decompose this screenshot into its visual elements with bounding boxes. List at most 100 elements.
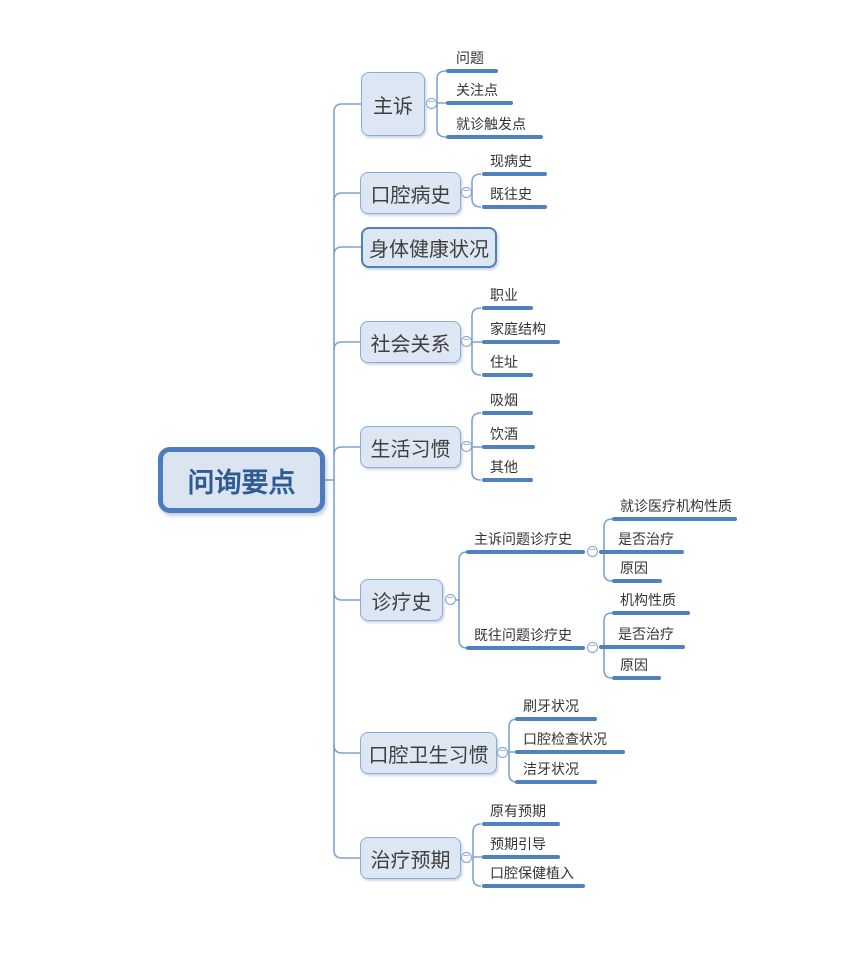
connector-children-living-habits <box>471 412 483 481</box>
leaf-underline <box>482 478 533 482</box>
node-chief-complaint-treatment-history[interactable]: 主诉问题诊疗史 <box>466 531 585 554</box>
leaf-label: 是否治疗 <box>618 531 674 547</box>
node-problem[interactable]: 问题 <box>446 50 498 73</box>
leaf-label: 其他 <box>490 459 518 475</box>
leaf-label: 原因 <box>620 560 648 576</box>
node-visit-trigger[interactable]: 就诊触发点 <box>446 116 543 139</box>
node-present-illness[interactable]: 现病史 <box>482 153 547 176</box>
leaf-underline <box>482 340 560 344</box>
node-institution-type[interactable]: 机构性质 <box>612 592 690 615</box>
leaf-underline <box>612 611 690 615</box>
leaf-label: 职业 <box>490 287 518 303</box>
collapse-icon[interactable]: − <box>587 641 598 653</box>
collapse-icon[interactable]: − <box>461 851 472 863</box>
leaf-label: 就诊医疗机构性质 <box>620 498 732 514</box>
collapse-icon[interactable]: − <box>445 593 456 605</box>
node-treated-or-not-2[interactable]: 是否治疗 <box>599 626 685 649</box>
node-oral-hygiene-habits[interactable]: 口腔卫生习惯 <box>360 732 497 774</box>
node-living-habits[interactable]: 生活习惯 <box>360 426 461 468</box>
node-visited-institution-type[interactable]: 就诊医疗机构性质 <box>612 498 737 521</box>
node-focus-point[interactable]: 关注点 <box>446 82 513 105</box>
node-family-structure[interactable]: 家庭结构 <box>482 321 560 344</box>
leaf-underline <box>446 101 513 105</box>
node-occupation[interactable]: 职业 <box>482 287 533 310</box>
leaf-underline <box>612 517 737 521</box>
node-reason-2[interactable]: 原因 <box>612 657 661 680</box>
collapse-icon[interactable]: − <box>587 545 598 557</box>
node-past-problem-treatment-history[interactable]: 既往问题诊疗史 <box>466 627 585 650</box>
leaf-label: 既往问题诊疗史 <box>474 627 572 643</box>
node-inquiry-key-points[interactable]: 问询要点 <box>158 447 325 513</box>
node-oral-history[interactable]: 口腔病史 <box>360 172 461 214</box>
leaf-underline <box>612 579 662 583</box>
leaf-underline <box>599 645 685 649</box>
leaf-underline <box>446 69 498 73</box>
leaf-label: 问题 <box>456 50 484 66</box>
leaf-label: 饮酒 <box>490 426 518 442</box>
node-past-history[interactable]: 既往史 <box>482 186 547 209</box>
leaf-underline <box>515 780 597 784</box>
node-smoking[interactable]: 吸烟 <box>482 392 533 415</box>
node-original-expectation[interactable]: 原有预期 <box>482 803 560 826</box>
node-social-relations[interactable]: 社会关系 <box>360 321 461 363</box>
leaf-underline <box>515 717 597 721</box>
node-treated-or-not[interactable]: 是否治疗 <box>599 531 684 554</box>
connector-children-social-relations <box>471 307 483 376</box>
leaf-label: 预期引导 <box>490 836 546 852</box>
leaf-underline <box>482 373 533 377</box>
node-expectation-guidance[interactable]: 预期引导 <box>482 836 560 859</box>
leaf-underline <box>482 445 535 449</box>
node-treatment-history[interactable]: 诊疗史 <box>360 579 443 621</box>
leaf-label: 口腔检查状况 <box>523 731 607 747</box>
leaf-label: 口腔保健植入 <box>490 865 574 881</box>
node-reason[interactable]: 原因 <box>612 560 662 583</box>
connector-children-chief-complaint <box>436 70 447 138</box>
connector-children-oral-history <box>471 173 482 208</box>
node-other-habit[interactable]: 其他 <box>482 459 533 482</box>
leaf-underline <box>482 205 547 209</box>
connector-children-treatment-history <box>456 551 468 649</box>
node-oral-exam-status[interactable]: 口腔检查状况 <box>515 731 625 754</box>
leaf-underline <box>482 172 547 176</box>
node-drinking[interactable]: 饮酒 <box>482 426 535 449</box>
leaf-underline <box>482 822 560 826</box>
leaf-label: 主诉问题诊疗史 <box>474 531 572 547</box>
connector-branch-treatment-history <box>333 591 360 601</box>
leaf-label: 原因 <box>620 657 648 673</box>
collapse-icon[interactable]: − <box>426 97 437 109</box>
node-address[interactable]: 住址 <box>482 354 533 377</box>
leaf-label: 就诊触发点 <box>456 116 526 132</box>
collapse-icon[interactable]: − <box>497 746 508 758</box>
leaf-underline <box>515 750 625 754</box>
leaf-label: 吸烟 <box>490 392 518 408</box>
collapse-icon[interactable]: − <box>461 440 472 452</box>
node-chief-complaint[interactable]: 主诉 <box>361 72 425 136</box>
connector-children-treatment-expectation <box>472 823 483 887</box>
leaf-underline <box>482 884 585 888</box>
leaf-underline <box>446 135 543 139</box>
node-treatment-expectation[interactable]: 治疗预期 <box>360 837 461 879</box>
node-brushing-status[interactable]: 刷牙状况 <box>515 698 597 721</box>
leaf-underline <box>599 550 684 554</box>
leaf-underline <box>482 855 560 859</box>
leaf-label: 刷牙状况 <box>523 698 579 714</box>
node-physical-health[interactable]: 身体健康状况 <box>361 227 497 268</box>
collapse-icon[interactable]: − <box>461 335 472 347</box>
leaf-label: 既往史 <box>490 186 532 202</box>
connector-branch-oral-hygiene <box>333 744 360 754</box>
leaf-label: 现病史 <box>490 153 532 169</box>
node-oral-care-implant[interactable]: 口腔保健植入 <box>482 865 585 888</box>
leaf-label: 家庭结构 <box>490 321 546 337</box>
connector-branch-physical-health <box>333 246 362 256</box>
node-teeth-cleaning-status[interactable]: 洁牙状况 <box>515 761 597 784</box>
leaf-label: 关注点 <box>456 82 498 98</box>
connector-branch-social-relations <box>333 341 360 351</box>
connector-children-oral-hygiene <box>508 718 518 783</box>
leaf-label: 原有预期 <box>490 803 546 819</box>
leaf-underline <box>482 411 533 415</box>
connector-branch-oral-history <box>333 192 360 202</box>
leaf-label: 住址 <box>490 354 518 370</box>
collapse-icon[interactable]: − <box>461 186 472 198</box>
leaf-label: 是否治疗 <box>618 626 674 642</box>
